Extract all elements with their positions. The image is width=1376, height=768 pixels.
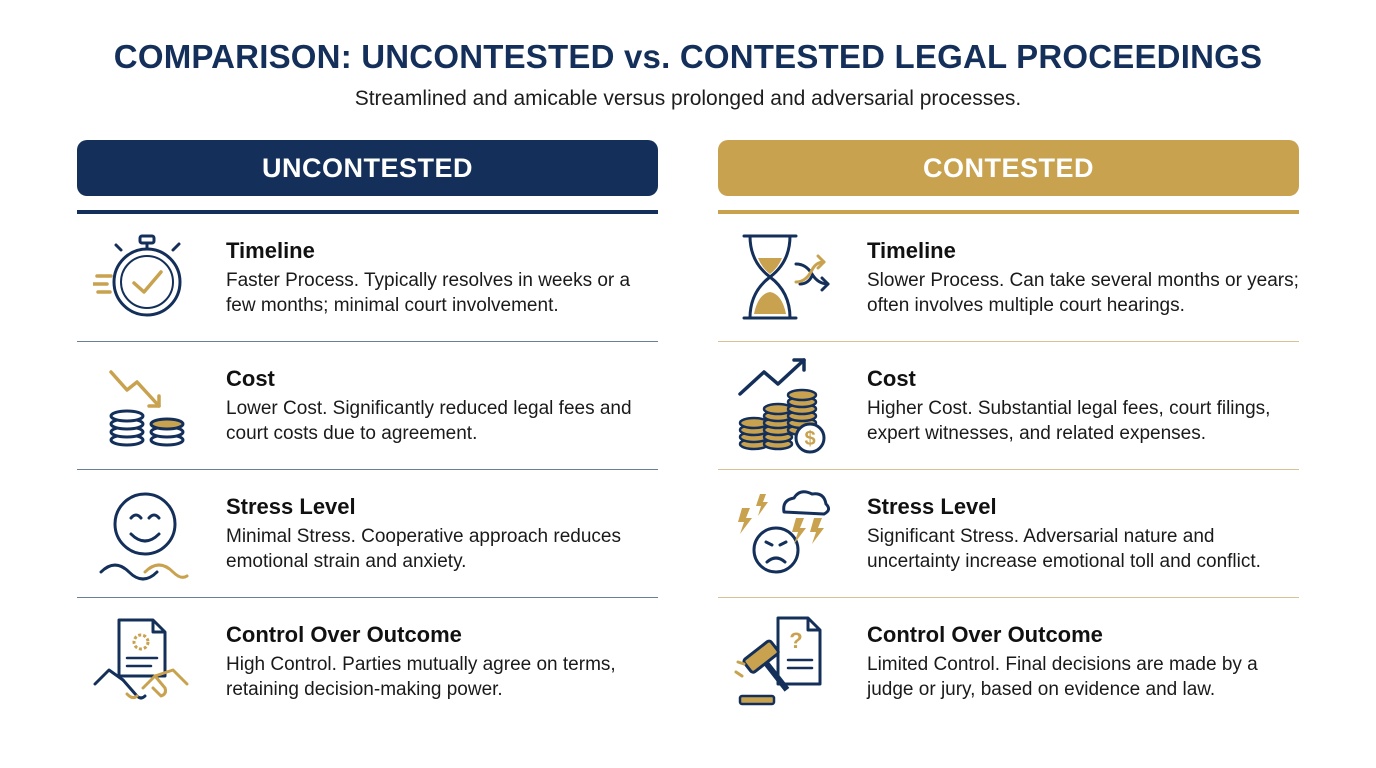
row-lead: Slower Process.	[867, 270, 1005, 291]
contested-timeline-row: Timeline Slower Process. Can take severa…	[718, 214, 1299, 342]
row-detail: Final decisions are made by a judge or j…	[867, 654, 1258, 700]
gavel-document-icon: ?	[734, 614, 830, 710]
contested-rule	[718, 210, 1299, 214]
row-description: Limited Control. Final decisions are mad…	[867, 652, 1299, 702]
row-title: Cost	[226, 366, 275, 391]
row-lead: Faster Process.	[226, 270, 360, 291]
uncontested-cost-row: Cost Lower Cost. Significantly reduced l…	[77, 342, 658, 470]
uncontested-rule	[77, 210, 658, 214]
contested-control-row: ? Control Over Outcome Limited Control. …	[718, 598, 1299, 726]
uncontested-control-row: Control Over Outcome High Control. Parti…	[77, 598, 658, 726]
row-divider	[718, 468, 1299, 470]
row-title: Timeline	[867, 238, 956, 263]
row-title: Cost	[867, 366, 916, 391]
row-detail: Adversarial nature and uncertainty incre…	[867, 526, 1261, 572]
coins-down-arrow-icon	[93, 358, 189, 454]
row-divider	[718, 340, 1299, 342]
row-title: Control Over Outcome	[226, 622, 462, 647]
contested-column: CONTESTED	[718, 140, 1299, 726]
row-title: Stress Level	[867, 494, 997, 519]
handshake-document-icon	[93, 614, 189, 710]
row-title: Timeline	[226, 238, 315, 263]
row-detail: Can take several months or years; often …	[867, 270, 1299, 316]
stressed-face-storm-icon	[734, 486, 830, 582]
uncontested-column: UNCONTESTED	[77, 140, 658, 726]
row-divider	[718, 596, 1299, 598]
row-description: Faster Process. Typically resolves in we…	[226, 268, 658, 318]
row-detail: Typically resolves in weeks or a few mon…	[226, 270, 631, 316]
row-description: Slower Process. Can take several months …	[867, 268, 1299, 318]
uncontested-stress-row: Stress Level Minimal Stress. Cooperative…	[77, 470, 658, 598]
svg-text:$: $	[804, 428, 815, 450]
contested-header: CONTESTED	[718, 140, 1299, 196]
page-subtitle: Streamlined and amicable versus prolonge…	[354, 87, 1022, 110]
row-divider	[77, 340, 658, 342]
svg-text:?: ?	[789, 628, 802, 653]
hourglass-icon	[734, 230, 830, 326]
row-title: Stress Level	[226, 494, 356, 519]
row-detail: Cooperative approach reduces emotional s…	[226, 526, 621, 572]
smiley-face-icon	[93, 486, 189, 582]
row-lead: Lower Cost.	[226, 398, 328, 419]
row-lead: Minimal Stress.	[226, 526, 356, 547]
page-title: COMPARISON: UNCONTESTED vs. CONTESTED LE…	[113, 38, 1263, 75]
contested-cost-row: $ Cost Higher Cost. Substantial legal fe…	[718, 342, 1299, 470]
stopwatch-check-icon	[93, 230, 189, 326]
contested-stress-row: Stress Level Significant Stress. Adversa…	[718, 470, 1299, 598]
row-description: Lower Cost. Significantly reduced legal …	[226, 396, 658, 446]
row-lead: Significant Stress.	[867, 526, 1020, 547]
row-detail: Significantly reduced legal fees and cou…	[226, 398, 632, 444]
row-lead: Higher Cost.	[867, 398, 973, 419]
row-description: High Control. Parties mutually agree on …	[226, 652, 658, 702]
row-divider	[77, 468, 658, 470]
row-lead: Limited Control.	[867, 654, 1001, 675]
uncontested-header: UNCONTESTED	[77, 140, 658, 196]
uncontested-timeline-row: Timeline Faster Process. Typically resol…	[77, 214, 658, 342]
row-divider	[77, 596, 658, 598]
row-description: Minimal Stress. Cooperative approach red…	[226, 524, 658, 574]
row-lead: High Control.	[226, 654, 337, 675]
row-description: Higher Cost. Substantial legal fees, cou…	[867, 396, 1299, 446]
row-detail: Substantial legal fees, court filings, e…	[867, 398, 1271, 444]
row-detail: Parties mutually agree on terms, retaini…	[226, 654, 616, 700]
row-description: Significant Stress. Adversarial nature a…	[867, 524, 1299, 574]
coins-up-arrow-dollar-icon: $	[734, 358, 830, 454]
row-title: Control Over Outcome	[867, 622, 1103, 647]
